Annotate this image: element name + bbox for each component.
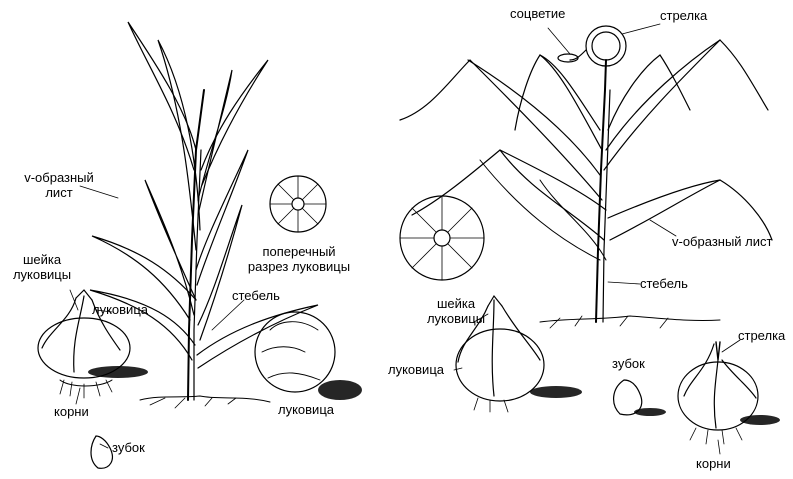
right-plant [400,26,772,328]
label-bulb-neck-left: шейка луковицы [0,252,84,282]
label-v-leaf-right: v-образный лист [672,234,772,249]
label-inflorescence: соцветие [510,6,565,21]
label-v-leaf-left-line2: лист [6,185,112,200]
left-plant [90,22,318,408]
label-scape-bottom: стрелка [738,328,785,343]
label-bulb-left: луковица [92,302,148,317]
label-scape-top: стрелка [660,8,707,23]
right-bulb-with-scape [678,342,780,444]
left-leaf [128,22,196,170]
label-bulb-neck-right-line2: луковицы [416,311,496,326]
label-cross-section-left-line1: поперечный [236,244,362,259]
left-cross-section [270,176,326,232]
right-clove [614,380,666,416]
label-bulb-neck-right: шейка луковицы [416,296,496,326]
left-clove [91,436,112,468]
label-v-leaf-left-line1: v-образный [6,170,112,185]
label-bulb-cut-left: луковица [278,402,334,417]
label-clove-right: зубок [612,356,645,371]
label-bulb-neck-left-line2: луковицы [0,267,84,282]
label-roots-left: корни [54,404,89,419]
label-stem-right: стебель [640,276,688,291]
label-stem-left: стебель [232,288,280,303]
label-clove-left: зубок [112,440,145,455]
label-bulb-right: луковица [388,362,444,377]
label-v-leaf-left: v-образный лист [6,170,112,200]
right-cross-section [400,196,484,280]
label-roots-right: корни [696,456,731,471]
label-cross-section-left-line2: разрез луковицы [236,259,362,274]
label-bulb-neck-right-line1: шейка [416,296,496,311]
label-bulb-neck-left-line1: шейка [0,252,84,267]
right-stem [596,60,606,322]
label-cross-section-left: поперечный разрез луковицы [236,244,362,274]
